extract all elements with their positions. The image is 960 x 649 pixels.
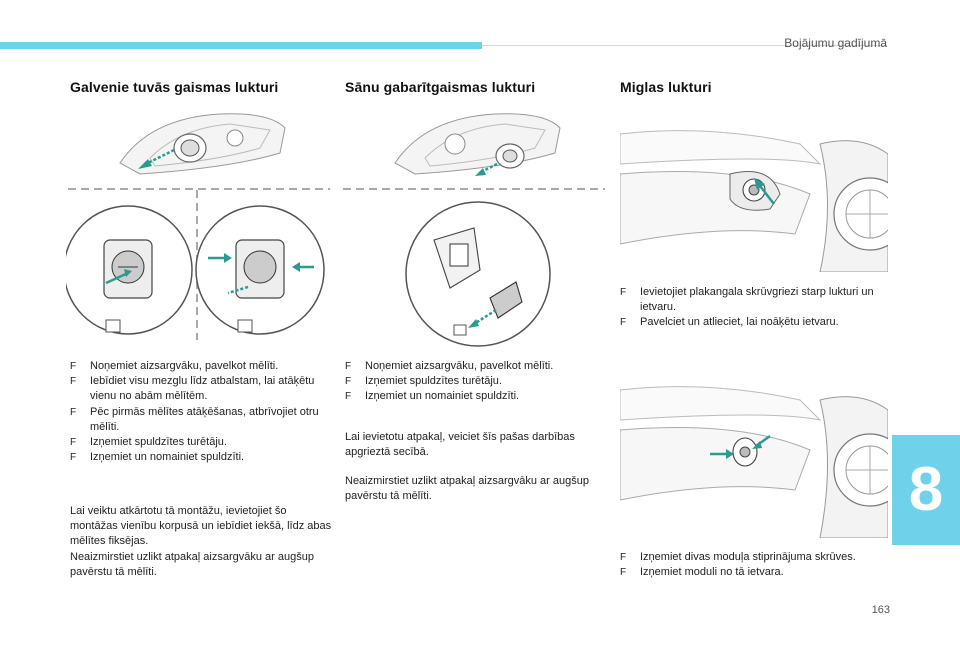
list-item: F Izņemiet un nomainiet spuldzīti. <box>345 389 605 404</box>
list-item: F Izņemiet spuldzītes turētāju. <box>345 374 605 389</box>
side-light-bulb-detail-diagram <box>404 200 552 348</box>
bullet-icon: F <box>620 552 627 563</box>
bullet-icon: F <box>620 567 627 579</box>
chapter-title: Bojājumu gadījumā <box>784 36 887 50</box>
bullet-icon: F <box>70 452 77 464</box>
cover-reminder-paragraph: Neaizmirstiet uzlikt atpakaļ aizsargvāku… <box>345 475 589 503</box>
section-title-fog-lights: Miglas lukturi <box>620 79 712 95</box>
header-divider <box>482 45 887 46</box>
side-light-headlight-diagram <box>385 108 565 180</box>
step-text: Noņemiet aizsargvāku, pavelkot mēlīti. <box>365 360 554 372</box>
list-item: F Izņemiet un nomainiet spuldzīti. <box>70 450 330 465</box>
cover-reminder-paragraph: Neaizmirstiet uzlikt atpakaļ aizsargvāku… <box>70 551 314 579</box>
chapter-tab: 8 <box>892 435 960 545</box>
dashed-divider <box>68 187 330 191</box>
step-text: Iebīdiet visu mezglu līdz atbalstam, lai… <box>90 375 315 403</box>
bullet-icon: F <box>345 391 352 403</box>
step-text: Izņemiet divas moduļa stiprinājuma skrūv… <box>640 551 856 563</box>
bullet-icon: F <box>70 376 77 388</box>
step-text: Izņemiet moduli no tā ietvara. <box>640 566 784 579</box>
fog-light-bezel-steps-list: F Ievietojiet plakangala skrūvgriezi star… <box>620 285 880 331</box>
list-item: F Izņemiet moduli no tā ietvara. <box>620 565 880 580</box>
list-item: F Iebīdiet visu mezglu līdz atbalstam, la… <box>70 374 330 404</box>
chapter-number: 8 <box>908 455 944 524</box>
step-text: Ievietojiet plakangala skrūvgriezi starp… <box>640 286 874 314</box>
bullet-icon: F <box>620 287 627 298</box>
step-text: Izņemiet un nomainiet spuldzīti. <box>365 390 520 403</box>
fog-light-bezel-diagram <box>620 104 888 272</box>
reverse-order-paragraph: Lai ievietotu atpakaļ, veiciet šīs pašas… <box>345 431 575 459</box>
header-accent-bar <box>0 42 482 49</box>
headlight-diagram <box>110 108 290 180</box>
step-text: Pavelciet un atlieciet, lai noāķētu ietv… <box>640 316 839 329</box>
page-number: 163 <box>871 604 890 616</box>
fog-light-module-diagram <box>620 370 888 538</box>
list-item: F Pēc pirmās mēlītes atāķēšanas, atbrīvoj… <box>70 405 330 435</box>
headlight-bulb-detail-diagram <box>66 195 328 345</box>
dashed-divider <box>343 187 605 191</box>
step-text: Izņemiet un nomainiet spuldzīti. <box>90 451 245 464</box>
bullet-icon: F <box>70 437 77 449</box>
step-text: Noņemiet aizsargvāku, pavelkot mēlīti. <box>90 360 279 372</box>
bullet-icon: F <box>345 376 352 388</box>
bullet-icon: F <box>70 361 77 372</box>
list-item: F Izņemiet spuldzītes turētāju. <box>70 435 330 450</box>
section-title-side-lights: Sānu gabarītgaismas lukturi <box>345 79 536 95</box>
fog-light-module-steps-list: F Izņemiet divas moduļa stiprinājuma skrū… <box>620 550 880 580</box>
list-item: F Noņemiet aizsargvāku, pavelkot mēlīti. <box>70 359 330 374</box>
bullet-icon: F <box>70 406 77 418</box>
bullet-icon: F <box>620 317 627 329</box>
bullet-icon: F <box>345 361 352 372</box>
step-text: Izņemiet spuldzītes turētāju. <box>365 375 502 388</box>
step-text: Pēc pirmās mēlītes atāķēšanas, atbrīvoji… <box>90 405 319 433</box>
list-item: F Pavelciet un atlieciet, lai noāķētu iet… <box>620 315 880 330</box>
reassembly-paragraph: Lai veiktu atkārtotu tā montāžu, ievieto… <box>70 505 332 548</box>
list-item: F Ievietojiet plakangala skrūvgriezi star… <box>620 285 880 315</box>
step-text: Izņemiet spuldzītes turētāju. <box>90 436 227 449</box>
section-title-headlights: Galvenie tuvās gaismas lukturi <box>70 79 279 95</box>
list-item: F Izņemiet divas moduļa stiprinājuma skrū… <box>620 550 880 565</box>
dashed-vertical-divider <box>195 190 199 340</box>
list-item: F Noņemiet aizsargvāku, pavelkot mēlīti. <box>345 359 605 374</box>
